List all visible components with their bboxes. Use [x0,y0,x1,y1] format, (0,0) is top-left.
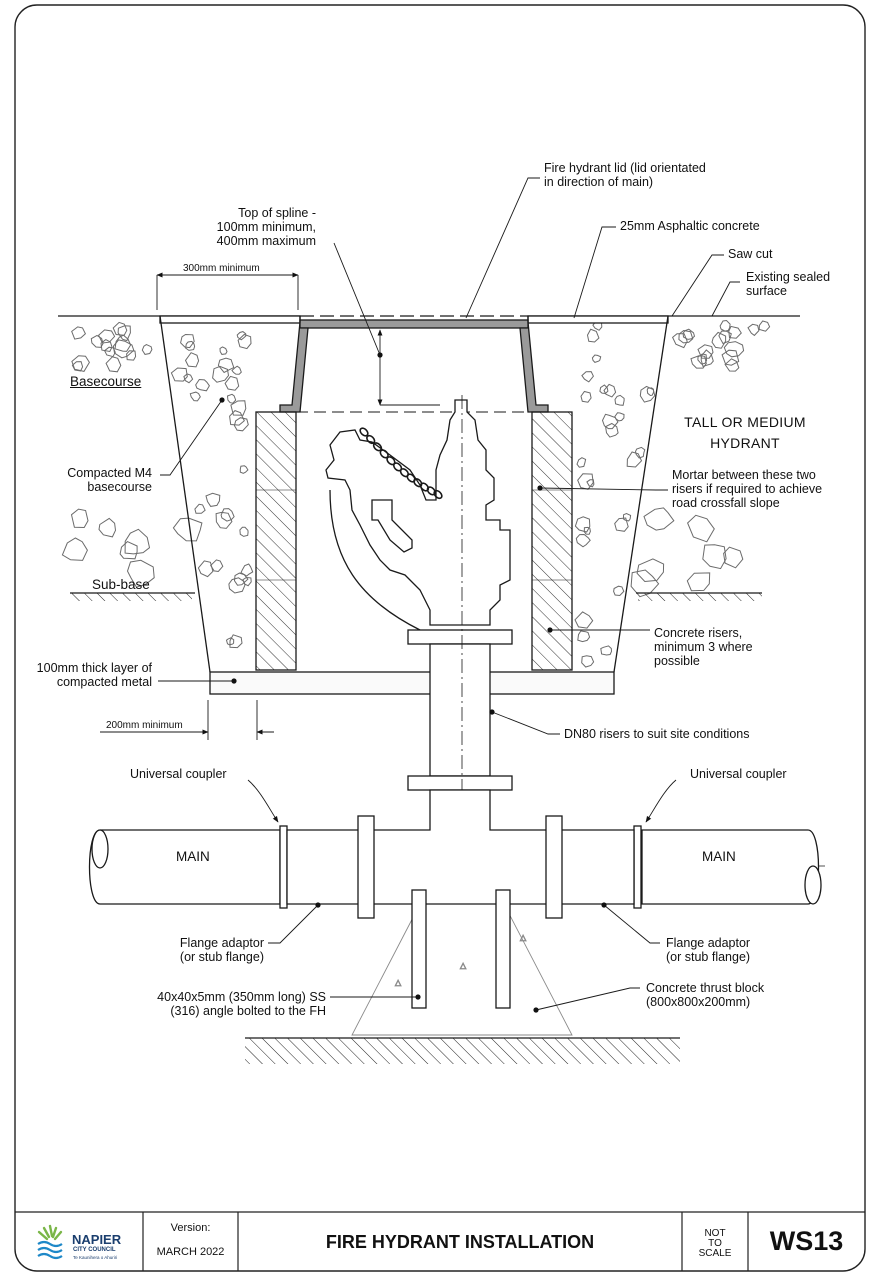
label-coupler-left: Universal coupler [130,767,227,781]
title-block-frame [15,1211,865,1271]
version-value: MARCH 2022 [156,1246,225,1258]
napier-logo-icon [37,1224,63,1260]
label-flange-left: Flange adaptor(or stub flange) [179,936,264,964]
svg-text:△: △ [520,933,527,942]
sheet-border [14,4,866,1272]
label-dim-300: 300mm minimum [183,263,260,274]
ss-angles [411,889,511,1009]
thrust-block: △ △ △ [351,903,573,1036]
drawing-title: FIRE HYDRANT INSTALLATION [325,1232,595,1252]
label-asphalt: 25mm Asphaltic concrete [620,219,760,233]
label-basecourse: Basecourse [70,374,142,389]
label-flange-right: Flange adaptor(or stub flange) [666,936,751,964]
label-main-right: MAIN [702,849,736,864]
main-pipe [88,789,822,919]
leader-lines [158,177,740,1011]
svg-text:△: △ [460,961,467,970]
logo-sub: CITY COUNCIL [73,1247,116,1253]
label-coupler-right: Universal coupler [690,767,787,781]
logo-name: NAPIER [72,1232,122,1247]
leader-dots [219,352,607,1013]
label-ss-angle: 40x40x5mm (350mm long) SS(316) angle bol… [157,990,326,1018]
aggregate-fill [61,319,771,668]
label-saw-cut: Saw cut [728,247,773,261]
svg-text:△: △ [395,978,402,987]
label-sub-base: Sub-base [92,577,150,592]
label-dim-200: 200mm minimum [106,720,183,731]
sheet-id: WS13 [769,1226,844,1256]
hydrant-chain [359,427,443,500]
label-thrust-block: Concrete thrust block(800x800x200mm) [646,981,765,1009]
label-dn80-risers: DN80 risers to suit site conditions [564,727,750,741]
label-top-of-spline: Top of spline -100mm minimum,400mm maxim… [216,206,316,248]
hydrant-chamber [209,315,615,695]
logo-tag: Te Kaunihera o Ahuriri [73,1255,118,1260]
ground-base [245,1037,680,1064]
hydrant-body [325,399,513,791]
version-label: Version: [170,1222,211,1234]
label-main-left: MAIN [176,849,210,864]
dimension-lines [100,272,440,740]
